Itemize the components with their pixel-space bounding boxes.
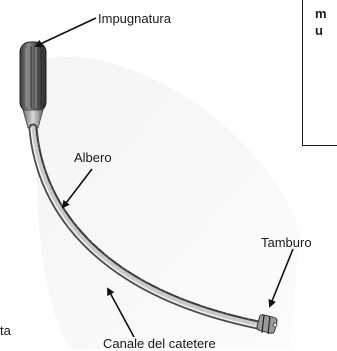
label-catheter-channel: Canale del catetere (103, 337, 216, 350)
note-box: m u (302, 0, 337, 146)
note-box-line-1: m (315, 7, 327, 20)
label-shaft: Albero (74, 151, 112, 164)
label-partial-left: ta (0, 324, 11, 337)
background-shading (36, 57, 300, 349)
label-handle: Impugnatura (98, 12, 171, 25)
note-box-line-2: u (315, 24, 323, 37)
label-drum: Tamburo (261, 236, 312, 249)
arrow-handle (36, 18, 96, 46)
